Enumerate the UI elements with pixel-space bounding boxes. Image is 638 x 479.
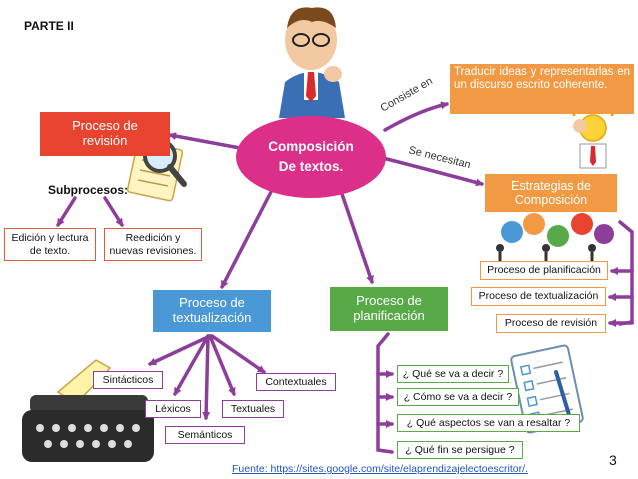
textualizacion-item-semanticos: Semánticos [165, 426, 245, 444]
textualizacion-item-lexicos: Léxicos [145, 400, 201, 418]
revision-sub1: Edición y lectura de texto. [4, 228, 96, 261]
edge-center-definition [383, 101, 449, 132]
writer-illustration [279, 7, 345, 118]
edge-text-lexicos [173, 334, 210, 396]
edge-center-planificacion [340, 192, 374, 284]
planificacion-question-2: ¿ Cómo se va a decir ? [397, 388, 519, 406]
central-node-line2: De textos. [278, 159, 344, 174]
checklist-illustration [510, 344, 584, 434]
textualizacion-node: Proceso de textualización [153, 290, 271, 332]
revision-sub2: Reedición y nuevas revisiones. [104, 228, 202, 261]
bulb-illustration [570, 103, 616, 169]
page-number: 3 [609, 452, 617, 468]
edge-revision-sub2 [103, 196, 124, 227]
subprocesos-label: Subprocesos: [48, 183, 129, 197]
estrategias-item-textualizacion: Proceso de textualización [471, 287, 606, 306]
estrategias-node: Estrategias de Composición [485, 174, 617, 212]
edge-center-textualizacion [220, 188, 274, 289]
planificacion-node: Proceso de planificación [330, 287, 448, 331]
edge-plan-bracket [376, 332, 394, 454]
revision-node: Proceso de revisión [40, 112, 170, 156]
section-title: PARTE II [24, 19, 74, 33]
edge-center-revision [168, 132, 242, 150]
central-node-line1: Composición [268, 139, 354, 155]
textualizacion-item-textuales: Textuales [222, 400, 284, 418]
edge-text-textuales [208, 334, 236, 396]
planificacion-question-1: ¿ Qué se va a decir ? [397, 365, 509, 383]
edge-revision-sub1 [56, 196, 77, 227]
edge-center-estrategias [381, 156, 484, 187]
edge-text-semanticos [202, 334, 211, 420]
edge-text-sintacticos [148, 334, 212, 366]
textualizacion-item-contextuales: Contextuales [256, 373, 336, 391]
gears-illustration [496, 213, 614, 262]
typewriter-illustration [22, 359, 154, 462]
textualizacion-item-sintacticos: Sintácticos [93, 371, 163, 389]
definition-box: Traducir ideas y representarlas en un di… [450, 64, 634, 114]
estrategias-item-planificacion: Proceso de planificación [480, 261, 608, 280]
edge-text-contextuales [210, 334, 266, 374]
source-link[interactable]: Fuente: https://sites.google.com/site/el… [232, 463, 528, 475]
central-node: Composición De textos. [236, 116, 386, 198]
planificacion-question-4: ¿ Qué fin se persigue ? [397, 441, 523, 459]
planificacion-question-3: ¿ Qué aspectos se van a resaltar ? [397, 414, 580, 432]
estrategias-item-revision: Proceso de revisión [496, 314, 606, 333]
edge-estrategias-bracket [618, 220, 634, 326]
